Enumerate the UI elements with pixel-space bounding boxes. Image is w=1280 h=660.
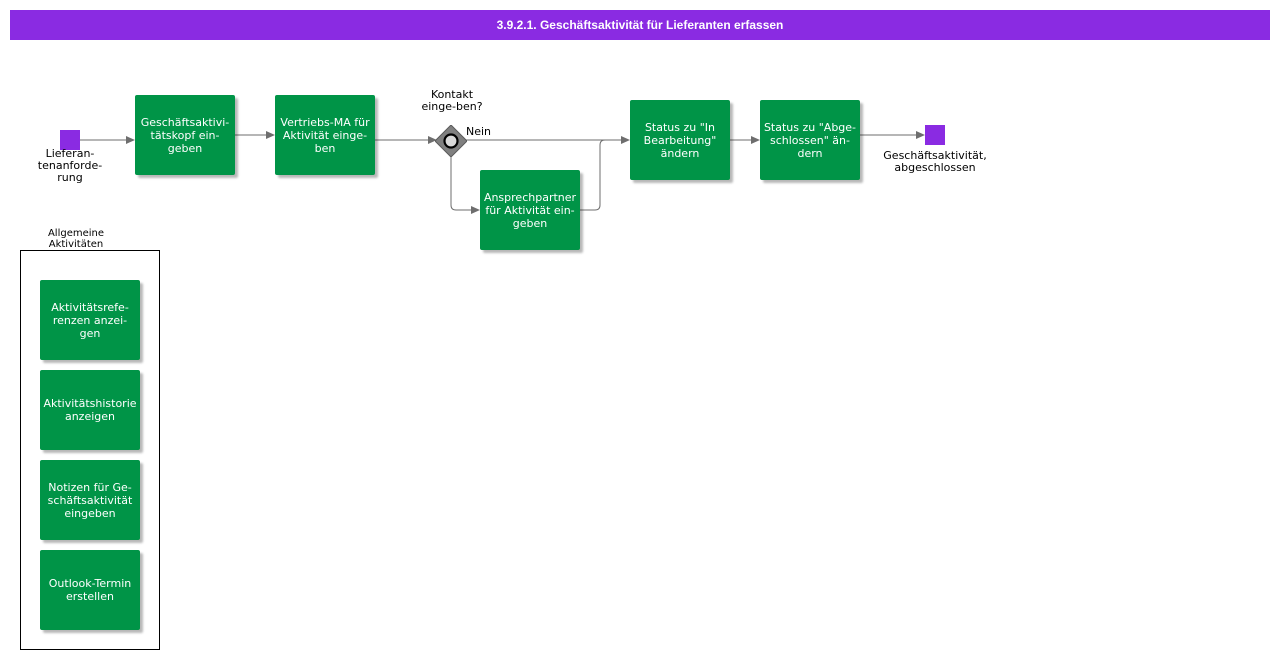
task-status-abgeschlossen[interactable]: Status zu "Abge-schlossen" än-dern <box>760 100 860 180</box>
task-ansprechpartner[interactable]: Ansprechpartner für Aktivität ein-geben <box>480 170 580 250</box>
end-event[interactable] <box>925 125 945 145</box>
group-label: Allgemeine Aktivitäten <box>47 228 105 248</box>
start-event[interactable] <box>60 130 80 150</box>
task-aktivitaetsreferenzen[interactable]: Aktivitätsrefe-renzen anzei-gen <box>40 280 140 360</box>
task-label: Status zu "In Bearbeitung" ändern <box>643 120 717 160</box>
task-outlook-termin[interactable]: Outlook-Termin erstellen <box>40 550 140 630</box>
task-geschaeftsaktivitaetskopf[interactable]: Geschäftsaktivi-tätskopf ein-geben <box>135 95 235 175</box>
task-label: Notizen für Ge-schäftsaktivität eingeben <box>47 480 133 520</box>
gateway-question-label: Kontakt einge-ben? <box>421 88 483 113</box>
flow-gateway-to-ansprech <box>450 156 480 214</box>
task-label: Geschäftsaktivi-tätskopf ein-geben <box>140 115 230 155</box>
task-label: Aktivitätshistorie anzeigen <box>43 397 137 423</box>
task-label: Ansprechpartner für Aktivität ein-geben <box>483 190 577 230</box>
task-vertriebs-ma[interactable]: Vertriebs-MA für Aktivität einge-ben <box>275 95 375 175</box>
start-event-label: Lieferan- tenanforde- rung <box>37 147 103 184</box>
task-label: Vertriebs-MA für Aktivität einge-ben <box>280 115 370 155</box>
gateway-no-label: Nein <box>466 125 492 138</box>
flow-ansprech-to-status <box>580 139 606 211</box>
task-label: Status zu "Abge-schlossen" än-dern <box>763 120 857 160</box>
diagram-title: 3.9.2.1. Geschäftsaktivität für Lieferan… <box>10 10 1270 40</box>
task-aktivitaetshistorie[interactable]: Aktivitätshistorie anzeigen <box>40 370 140 450</box>
exclusive-gateway[interactable] <box>435 125 467 157</box>
task-notizen[interactable]: Notizen für Ge-schäftsaktivität eingeben <box>40 460 140 540</box>
task-label: Outlook-Termin erstellen <box>48 577 132 603</box>
task-label: Aktivitätsrefe-renzen anzei-gen <box>51 300 129 340</box>
group-allgemeine-aktivitaeten <box>20 250 160 650</box>
task-status-in-bearbeitung[interactable]: Status zu "In Bearbeitung" ändern <box>630 100 730 180</box>
end-event-label: Geschäftsaktivität, abgeschlossen <box>883 149 987 174</box>
